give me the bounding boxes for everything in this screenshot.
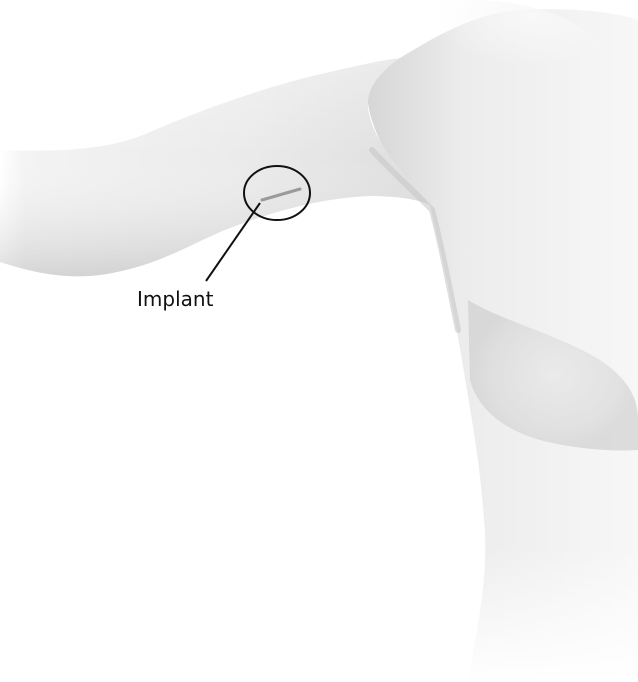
implant-label: Implant [137,287,214,311]
